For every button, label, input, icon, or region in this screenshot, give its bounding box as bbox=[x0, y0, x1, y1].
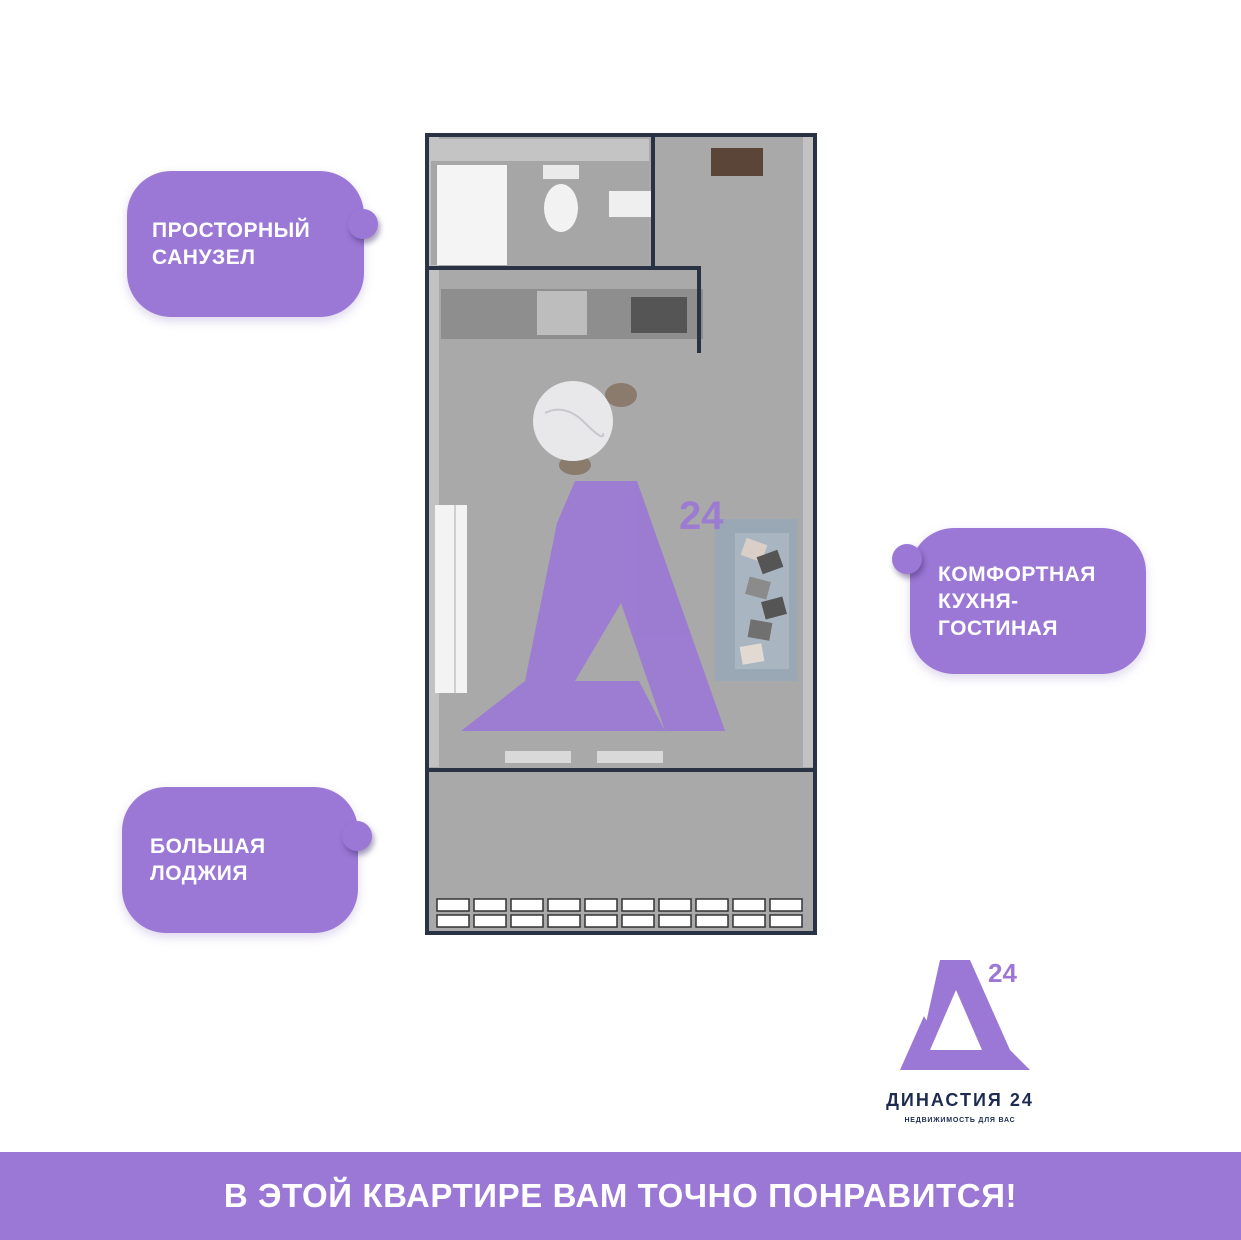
loggia-tile bbox=[732, 898, 766, 912]
callout-bathroom: ПРОСТОРНЫЙ САНУЗЕЛ bbox=[127, 171, 378, 317]
window-sill bbox=[597, 751, 663, 763]
chair bbox=[605, 383, 637, 407]
floor-plan: 24 bbox=[425, 133, 817, 935]
bathroom-wall-strip bbox=[431, 139, 649, 161]
loggia-tile bbox=[732, 914, 766, 928]
loggia-tile bbox=[695, 914, 729, 928]
dining-table bbox=[533, 381, 613, 461]
bottom-banner: В ЭТОЙ КВАРТИРЕ ВАМ ТОЧНО ПОНРАВИТСЯ! bbox=[0, 1152, 1241, 1240]
stove bbox=[537, 291, 587, 335]
loggia-tile bbox=[658, 898, 692, 912]
loggia-tile bbox=[621, 914, 655, 928]
callout-loggia-dot bbox=[342, 821, 372, 851]
banner-text: В ЭТОЙ КВАРТИРЕ ВАМ ТОЧНО ПОНРАВИТСЯ! bbox=[223, 1177, 1018, 1214]
toilet-bowl bbox=[544, 184, 578, 232]
cushion bbox=[739, 643, 765, 665]
loggia-tile bbox=[658, 914, 692, 928]
callout-loggia-text: БОЛЬШАЯ ЛОДЖИЯ bbox=[150, 835, 266, 885]
loggia-tile bbox=[769, 914, 803, 928]
watermark-number: 24 bbox=[679, 494, 724, 538]
wall-shading-right bbox=[803, 137, 813, 767]
shower-tray bbox=[437, 165, 507, 265]
loggia-tile bbox=[547, 898, 581, 912]
loggia-tile bbox=[510, 914, 544, 928]
loggia-tile bbox=[695, 898, 729, 912]
loggia-tile bbox=[510, 898, 544, 912]
kitchen-sink bbox=[631, 297, 687, 333]
loggia-tile bbox=[584, 898, 618, 912]
wall-shading bbox=[429, 137, 439, 767]
loggia-tile bbox=[436, 898, 470, 912]
cushion bbox=[747, 619, 773, 641]
cushion bbox=[745, 576, 771, 600]
watermark-logo: 24 bbox=[461, 481, 725, 731]
cushion bbox=[761, 596, 787, 620]
callout-bathroom-text: ПРОСТОРНЫЙ САНУЗЕЛ bbox=[152, 219, 311, 269]
company-logo: 24 ДИНАСТИЯ 24 НЕДВИЖИМОСТЬ ДЛЯ ВАС bbox=[870, 950, 1080, 1135]
brand-name: ДИНАСТИЯ 24 bbox=[886, 1090, 1034, 1110]
window-sill bbox=[505, 751, 571, 763]
wardrobe bbox=[435, 505, 467, 693]
callout-loggia: БОЛЬШАЯ ЛОДЖИЯ bbox=[122, 787, 372, 933]
watermark-letter bbox=[461, 481, 725, 731]
loggia-tile bbox=[584, 914, 618, 928]
loggia-tiles bbox=[436, 898, 803, 928]
outer-wall bbox=[425, 133, 817, 935]
callout-kitchen-dot bbox=[892, 544, 922, 574]
callout-kitchen-living: КОМФОРТНАЯ КУХНЯ- ГОСТИНАЯ bbox=[892, 528, 1146, 674]
callout-kitchen-text: КОМФОРТНАЯ КУХНЯ- ГОСТИНАЯ bbox=[938, 562, 1096, 640]
loggia-tile bbox=[621, 898, 655, 912]
brand-tagline: НЕДВИЖИМОСТЬ ДЛЯ ВАС bbox=[904, 1117, 1016, 1124]
loggia-tile bbox=[769, 898, 803, 912]
callout-bathroom-dot bbox=[348, 209, 378, 239]
cushion bbox=[756, 549, 784, 575]
toilet-tank bbox=[543, 165, 579, 179]
logo-mark-icon: 24 bbox=[900, 958, 1030, 1070]
entrance-mat bbox=[711, 148, 763, 176]
loggia-tile bbox=[473, 914, 507, 928]
logo-number: 24 bbox=[988, 958, 1017, 988]
loggia-tile bbox=[547, 914, 581, 928]
marble-vein bbox=[544, 408, 605, 438]
loggia-tile bbox=[473, 898, 507, 912]
loggia-tile bbox=[436, 914, 470, 928]
bathroom-sink bbox=[609, 191, 651, 217]
